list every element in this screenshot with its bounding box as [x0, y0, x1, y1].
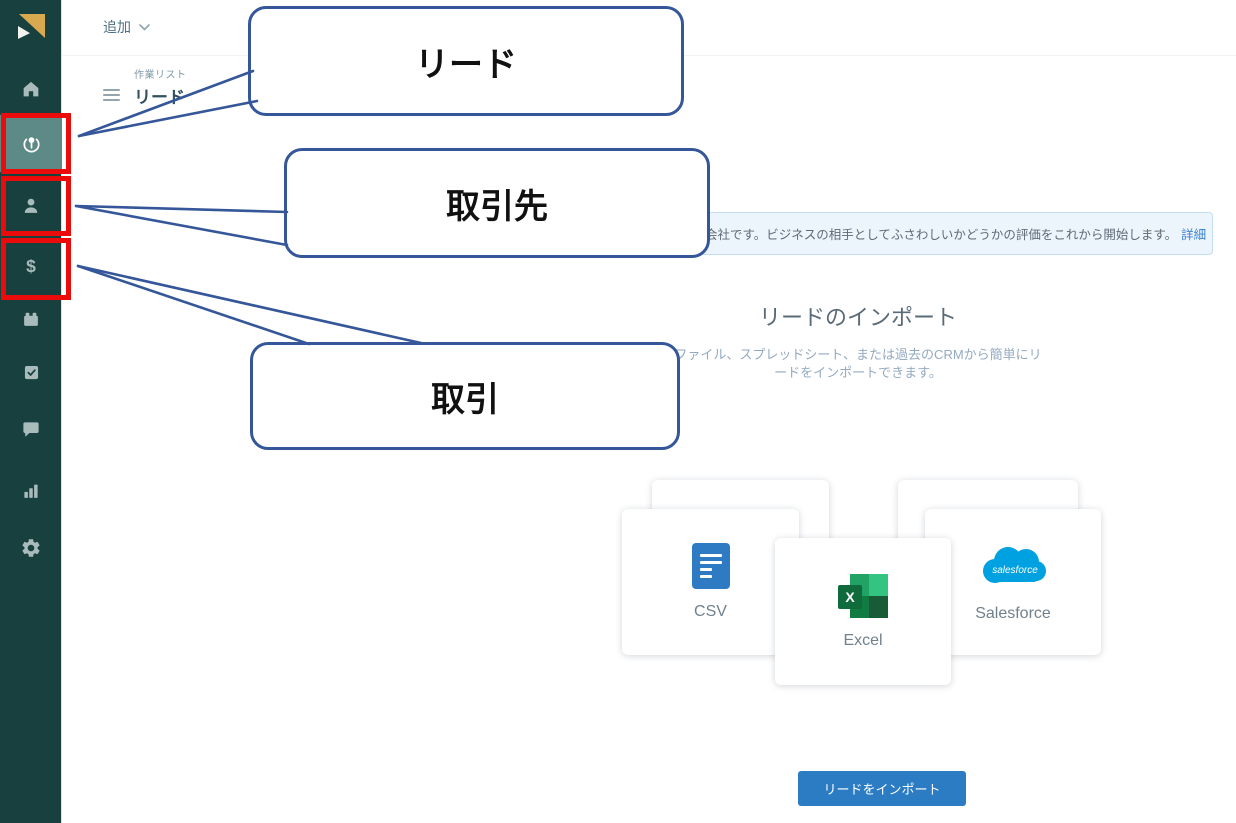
- tasks-icon: [24, 365, 38, 380]
- import-description-line2: ードをインポートできます。: [774, 365, 942, 380]
- excel-card-label: Excel: [843, 631, 883, 649]
- csv-file-icon: [691, 543, 730, 589]
- callout-leads-label: リード: [415, 45, 517, 84]
- callout-deals: 取引: [250, 342, 680, 450]
- chevron-down-icon: [139, 23, 150, 31]
- import-description-line1: ファイル、スプレッドシート、または過去のCRMから簡単にリ: [674, 347, 1042, 362]
- gear-icon: [22, 538, 40, 557]
- worklist-label: 作業リスト: [134, 70, 187, 81]
- callout-accounts-label: 取引先: [446, 187, 548, 226]
- sidebar-item-leads[interactable]: [0, 115, 62, 172]
- import-title: リードのインポート: [758, 305, 957, 330]
- title-block: 作業リスト リード: [134, 66, 187, 108]
- home-icon: [23, 81, 39, 96]
- callout-deals-label: 取引: [431, 380, 499, 419]
- salesforce-logo-icon: salesforce: [983, 547, 1046, 583]
- bigin-logo-white-triangle: [18, 26, 30, 39]
- svg-text:$: $: [26, 255, 36, 275]
- csv-card-label: CSV: [694, 603, 727, 620]
- sidebar-item-deals[interactable]: $: [0, 237, 62, 294]
- sidebar-item-home[interactable]: [0, 60, 62, 117]
- page-title[interactable]: リード: [134, 88, 185, 107]
- contact-icon: [24, 198, 38, 213]
- dollar-icon: $: [26, 255, 36, 275]
- add-dropdown-label: 追加: [103, 19, 131, 35]
- add-dropdown[interactable]: 追加: [103, 17, 150, 37]
- svg-text:salesforce: salesforce: [992, 565, 1038, 576]
- list-menu-icon[interactable]: [103, 89, 120, 108]
- highlight-box-leads: [1, 113, 71, 174]
- import-card-csv[interactable]: CSV: [622, 509, 799, 655]
- import-card-excel[interactable]: X Excel: [775, 538, 951, 685]
- sidebar-item-dashboard[interactable]: [0, 462, 62, 519]
- products-icon: [24, 312, 38, 326]
- import-card-salesforce[interactable]: salesforce Salesforce: [925, 509, 1101, 655]
- salesforce-card-label: Salesforce: [975, 605, 1051, 622]
- import-leads-button[interactable]: リードをインポート: [798, 771, 966, 806]
- sidebar-item-tasks[interactable]: [0, 344, 62, 401]
- sidebar-item-chat[interactable]: [0, 400, 62, 457]
- chart-icon: [24, 484, 38, 498]
- callout-accounts: 取引先: [284, 148, 710, 258]
- import-section-header: リードのインポート ファイル、スプレッドシート、または過去のCRMから簡単にリ …: [528, 300, 1188, 382]
- highlight-box-contacts: [1, 176, 71, 236]
- page-header: 作業リスト リード: [103, 66, 187, 108]
- import-description: ファイル、スプレッドシート、または過去のCRMから簡単にリ ードをインポートでき…: [528, 346, 1188, 382]
- chat-icon: [23, 421, 39, 437]
- callout-leads: リード: [248, 6, 684, 116]
- info-banner: 会社です。ビジネスの相手としてふさわしいかどうかの評価をこれから開始します。 詳…: [640, 212, 1213, 255]
- bigin-logo[interactable]: [13, 9, 49, 45]
- sidebar-item-products[interactable]: [0, 290, 62, 347]
- info-banner-detail-link[interactable]: 詳細: [1181, 228, 1207, 242]
- info-banner-text: 会社です。ビジネスの相手としてふさわしいかどうかの評価をこれから開始します。: [705, 228, 1178, 242]
- excel-icon: X: [838, 573, 888, 618]
- leads-icon: [22, 137, 40, 153]
- sidebar-item-settings[interactable]: [0, 519, 62, 576]
- sidebar: $: [0, 0, 62, 823]
- sidebar-item-contacts[interactable]: [0, 177, 62, 234]
- highlight-box-deals: [1, 238, 71, 300]
